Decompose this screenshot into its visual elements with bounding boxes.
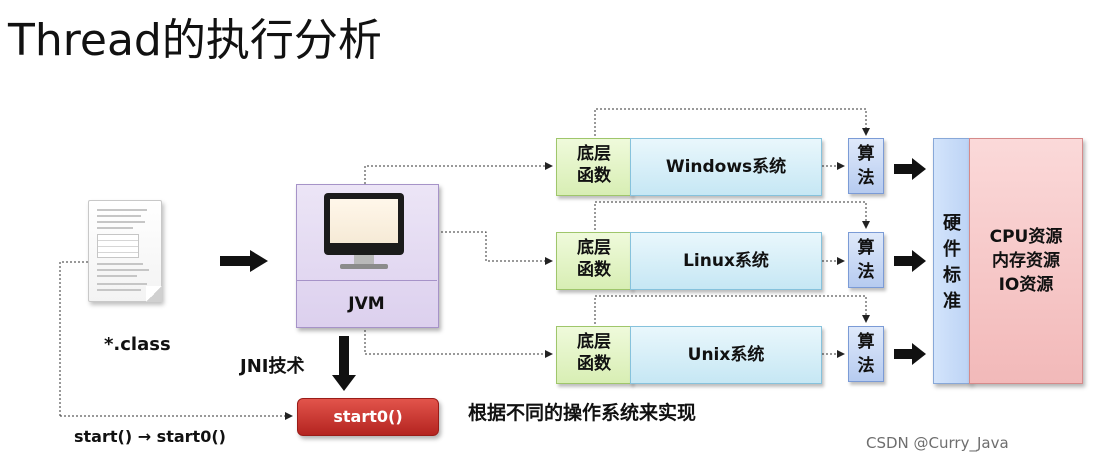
big-arrows bbox=[220, 158, 926, 391]
link-start-to-start0 bbox=[59, 261, 88, 416]
algorithm-box-row3: 算 法 bbox=[848, 326, 884, 382]
native-function-box-row1: 底层 函数 bbox=[556, 138, 632, 196]
resource-cpu: CPU资源 bbox=[989, 227, 1063, 247]
link-jvm-row1 bbox=[364, 162, 553, 184]
native-function-box-row3: 底层 函数 bbox=[556, 326, 632, 384]
native-label-line2: 函数 bbox=[577, 260, 611, 280]
monitor-stand bbox=[354, 255, 374, 265]
os-box-linux: Linux系统 bbox=[630, 232, 822, 290]
resource-memory: 内存资源 bbox=[992, 251, 1060, 271]
algo-label-line2: 法 bbox=[857, 168, 875, 188]
jvm-label: JVM bbox=[296, 280, 437, 327]
hardware-char-4: 准 bbox=[943, 291, 961, 312]
monitor-icon bbox=[324, 193, 404, 255]
native-label-line2: 函数 bbox=[577, 166, 611, 186]
arrow-algo2-to-hw bbox=[894, 250, 926, 272]
os-box-unix: Unix系统 bbox=[630, 326, 822, 384]
hardware-char-3: 标 bbox=[943, 265, 961, 286]
link-jvm-row2 bbox=[437, 231, 553, 265]
page-title: Thread的执行分析 bbox=[8, 15, 382, 66]
monitor-base bbox=[340, 264, 388, 269]
start-call-label: start() → start0() bbox=[74, 427, 226, 446]
document-icon bbox=[88, 200, 162, 302]
bypass-row2 bbox=[594, 201, 870, 230]
native-label-line2: 函数 bbox=[577, 354, 611, 374]
algo-label-line1: 算 bbox=[857, 144, 875, 164]
arrow-algo3-to-hw bbox=[894, 343, 926, 365]
algo-label-line2: 法 bbox=[857, 262, 875, 282]
bypass-row3 bbox=[594, 295, 870, 324]
native-label-line1: 底层 bbox=[577, 144, 611, 164]
algorithm-box-row1: 算 法 bbox=[848, 138, 884, 194]
algo-label-line1: 算 bbox=[857, 238, 875, 258]
start0-box: start0() bbox=[297, 398, 439, 436]
native-function-box-row2: 底层 函数 bbox=[556, 232, 632, 290]
arrow-jvm-to-start0 bbox=[332, 336, 356, 391]
native-label-line1: 底层 bbox=[577, 238, 611, 258]
link-jvm-row3 bbox=[364, 326, 553, 358]
os-box-windows: Windows系统 bbox=[630, 138, 822, 196]
arrow-algo1-to-hw bbox=[894, 158, 926, 180]
hardware-char-1: 硬 bbox=[943, 213, 961, 234]
watermark: CSDN @Curry_Java bbox=[866, 434, 1009, 452]
class-file-label: *.class bbox=[104, 334, 171, 355]
hardware-standard-box: 硬 件 标 准 bbox=[933, 138, 971, 384]
hardware-char-2: 件 bbox=[943, 239, 961, 260]
resources-box: CPU资源 内存资源 IO资源 bbox=[969, 138, 1083, 384]
os-caption: 根据不同的操作系统来实现 bbox=[468, 402, 697, 424]
native-label-line1: 底层 bbox=[577, 332, 611, 352]
algorithm-box-row2: 算 法 bbox=[848, 232, 884, 288]
algo-label-line1: 算 bbox=[857, 332, 875, 352]
arrow-class-to-jvm bbox=[220, 250, 268, 272]
resource-io: IO资源 bbox=[998, 275, 1054, 295]
algo-label-line2: 法 bbox=[857, 356, 875, 376]
bypass-row1 bbox=[594, 108, 870, 136]
jni-label: JNI技术 bbox=[240, 356, 305, 377]
